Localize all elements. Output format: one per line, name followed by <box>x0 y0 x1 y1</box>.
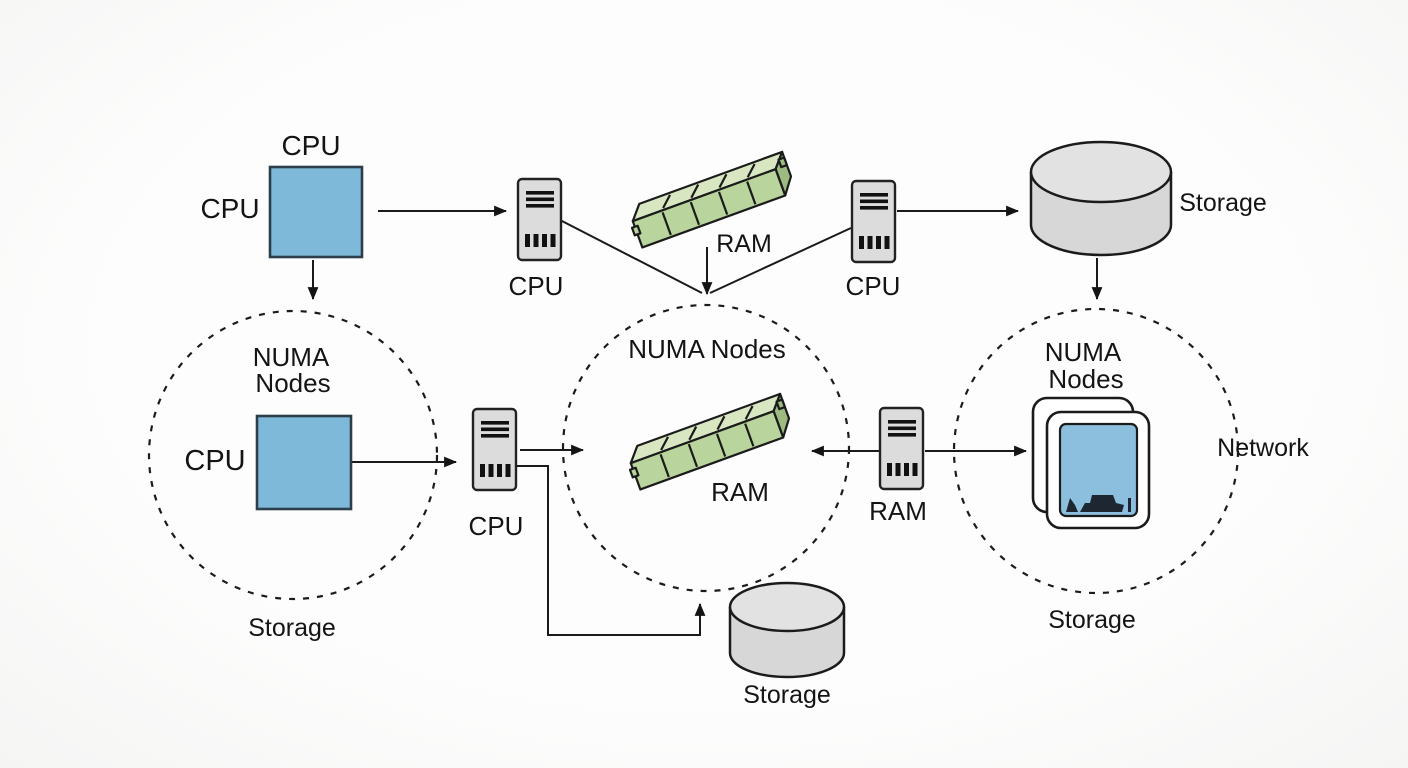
numa-right-title-line1: NUMA <box>1045 337 1122 367</box>
cpu-die-top-label: CPU <box>281 130 340 161</box>
numa-left-title-line2: Nodes <box>255 368 330 398</box>
middle-ram-chip-label: RAM <box>869 496 927 526</box>
storage-cylinder-icon <box>1029 140 1173 257</box>
numa-right-storage-label: Storage <box>1048 606 1136 634</box>
screen-silhouette <box>1066 495 1131 512</box>
numa-left-storage-label: Storage <box>248 614 336 642</box>
connector-lines <box>307 205 1103 636</box>
numa-circle-left <box>147 309 439 601</box>
stacked-screens-icon <box>1031 396 1151 530</box>
numa-left-cpu-label: CPU <box>184 445 245 477</box>
storage-cylinder-icon <box>728 581 846 679</box>
numa-circle-right <box>952 307 1240 595</box>
cpu-chip-icon <box>471 407 518 492</box>
numa-right-title-line2: Nodes <box>1048 364 1123 394</box>
cpu-die-left-label: CPU <box>200 193 259 224</box>
network-label: Network <box>1217 434 1309 462</box>
cpu-die-icon <box>255 414 353 511</box>
cpu-die-icon <box>268 165 364 259</box>
storage-top-label: Storage <box>1179 189 1267 217</box>
storage-bottom-label: Storage <box>743 681 831 709</box>
middle-cpu-chip-label: CPU <box>469 511 524 541</box>
ram-chip-icon <box>878 406 925 491</box>
numa-left-title-line1: NUMA <box>253 342 330 372</box>
cpu-chip-icon <box>516 177 563 262</box>
cpu-chip-left-label: CPU <box>509 271 564 301</box>
line-cpu-chip-to-center <box>559 219 703 294</box>
cpu-chip-right-label: CPU <box>846 271 901 301</box>
ram-stick-label: RAM <box>716 230 772 258</box>
line-right-chip-to-center <box>709 227 852 294</box>
numa-circle-center <box>561 303 851 593</box>
ram-stick-icon <box>622 392 796 492</box>
numa-center-ram-label: RAM <box>711 477 769 507</box>
cpu-chip-icon <box>850 179 897 264</box>
numa-center-title: NUMA Nodes <box>628 334 786 364</box>
arrow-cpu-chip-to-bottom-storage <box>517 465 706 636</box>
